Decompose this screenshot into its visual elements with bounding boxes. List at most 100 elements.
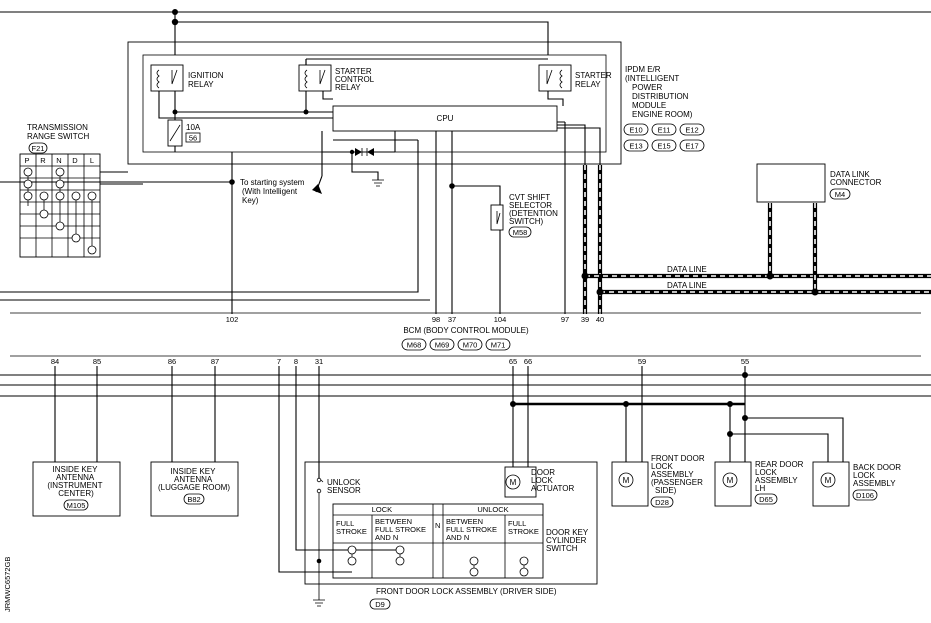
svg-text:85: 85 xyxy=(93,357,101,366)
svg-text:INSIDE KEY ANTENNA: INSIDE KEY ANTENNA (INSTRUMENT CENTER) xyxy=(47,465,104,498)
ipdm-inner-box xyxy=(142,54,607,153)
bcm-lower-pins: 84 85 86 87 7 8 31 65 66 59 55 xyxy=(51,357,749,366)
data-link-connector xyxy=(756,163,826,203)
cvt-shift-selector-label: CVT SHIFT SELECTOR (DETENTION SWITCH) xyxy=(509,193,560,226)
fuse-number: 56 xyxy=(189,134,197,143)
diode-2 xyxy=(367,148,374,156)
connector-e12 xyxy=(679,123,705,136)
svg-text:BACK DOOR LOCK ASS: BACK DOOR LOCK ASSEMBLY xyxy=(853,463,903,488)
cylinder-switch-contacts xyxy=(347,545,529,577)
connector-d9: D9 xyxy=(375,600,385,609)
svg-text:DOOR LOCK ACTUATOR: DOOR LOCK ACTUATOR xyxy=(531,468,574,493)
svg-text:M: M xyxy=(825,476,832,485)
svg-text:UNLOCK SENSOR: UNLOCK SENSOR xyxy=(327,478,363,495)
svg-text:86: 86 xyxy=(168,357,176,366)
ipdm-diode-wiring xyxy=(321,131,396,180)
svg-text:102: 102 xyxy=(226,315,239,324)
connector-e10-label: E10 xyxy=(629,126,642,135)
connector-e12-label: E12 xyxy=(685,126,698,135)
svg-text:M: M xyxy=(623,476,630,485)
svg-text:DOOR KEY CYLINDER: DOOR KEY CYLINDER SWITCH xyxy=(546,528,590,553)
connector-f21: F21 xyxy=(32,144,45,153)
back-door-lock-assembly: M BACK DOOR LOCK ASSEMBLY D106 xyxy=(727,415,903,507)
ipdm-connectors: E10 E11 E12 E13 E15 E17 xyxy=(623,123,705,152)
front-door-lock-assembly-passenger: M FRONT DOOR LOCK ASSEMBLY (PASSENGER SI… xyxy=(611,366,707,508)
lower-bus-wires xyxy=(0,374,931,397)
transmission-range-switch: TRANSMISSION RANGE SWITCH F21 P R N D L xyxy=(19,123,143,258)
connector-e17-label: E17 xyxy=(685,142,698,151)
starting-system-arrow xyxy=(312,184,322,194)
bcm-upper-pins: 102 98 37 104 97 39 40 xyxy=(226,315,604,324)
data-line-label-2: DATA LINE xyxy=(667,281,707,290)
svg-text:66: 66 xyxy=(524,357,532,366)
svg-text:M: M xyxy=(510,478,517,487)
svg-text:97: 97 xyxy=(561,315,569,324)
connector-m58: M58 xyxy=(513,228,528,237)
cvt-shift-selector-switch xyxy=(490,204,504,231)
svg-text:31: 31 xyxy=(315,357,323,366)
svg-text:REAR DOOR LOCK ASS: REAR DOOR LOCK ASSEMBLY LH xyxy=(755,460,806,493)
ignition-relay-contact xyxy=(171,69,178,85)
connector-e17 xyxy=(679,139,705,152)
diode-1 xyxy=(355,148,362,156)
svg-text:84: 84 xyxy=(51,357,59,366)
data-line-label-1: DATA LINE xyxy=(667,265,707,274)
bcm-connectors: M68 M69 M70 M71 xyxy=(401,338,511,351)
svg-text:P R N D: P R N D L xyxy=(25,156,95,165)
connector-e10 xyxy=(623,123,649,136)
ground-symbol-driver xyxy=(313,599,325,607)
connector-e13-label: E13 xyxy=(629,142,642,151)
svg-text:104: 104 xyxy=(494,315,507,324)
connector-e13 xyxy=(623,139,649,152)
svg-text:65: 65 xyxy=(509,357,517,366)
connector-b82: B82 xyxy=(187,495,200,504)
ipdm-cpu-label: CPU xyxy=(437,114,454,123)
fuse-rating: 10A xyxy=(186,123,201,132)
svg-text:LOCK UNLOCK: LOCK UNLOCK xyxy=(372,505,509,514)
connector-e15-label: E15 xyxy=(657,142,670,151)
svg-text:M71: M71 xyxy=(491,341,506,350)
svg-text:M70: M70 xyxy=(463,341,478,350)
starting-system-note: To starting system (With Intelligent Key… xyxy=(240,178,307,205)
svg-text:DATA LINK CONNECTOR: DATA LINK CONNECTOR xyxy=(830,170,882,187)
battery-feed xyxy=(174,21,549,55)
ground-symbol-ipdm xyxy=(372,179,384,187)
bcm-upper-wiring: CVT SHIFT SELECTOR (DETENTION SWITCH) M5… xyxy=(0,121,931,314)
svg-text:TRANSMISSION RANGE SWITC: TRANSMISSION RANGE SWITCH xyxy=(27,123,90,141)
fuse-56: 10A 56 xyxy=(167,119,201,152)
svg-text:40: 40 xyxy=(596,315,604,324)
svg-text:39: 39 xyxy=(581,315,589,324)
svg-text:FRONT DOOR LOCK AS: FRONT DOOR LOCK ASSEMBLY (PASSENGER SIDE… xyxy=(651,454,707,495)
connector-d28: D28 xyxy=(655,498,669,507)
svg-text:M68: M68 xyxy=(407,341,422,350)
svg-text:FULL STROKE BETWEE: FULL STROKE BETWEEN FULL STROKE AND N N … xyxy=(336,517,539,542)
ipdm-relay-control xyxy=(158,91,333,119)
inside-key-antenna-instrument: INSIDE KEY ANTENNA (INSTRUMENT CENTER) M… xyxy=(32,366,121,517)
svg-text:M: M xyxy=(727,476,734,485)
ipdm-outer-box xyxy=(127,41,622,165)
connector-d106: D106 xyxy=(856,491,874,500)
svg-text:55: 55 xyxy=(741,357,749,366)
svg-text:8: 8 xyxy=(294,357,298,366)
inside-key-antenna-luggage: INSIDE KEY ANTENNA (LUGGAGE ROOM) B82 xyxy=(150,366,239,517)
figure-code: JRMWC6572GB xyxy=(3,557,12,612)
bcm-label: BCM (BODY CONTROL MODULE) xyxy=(403,326,529,335)
connector-e11-label: E11 xyxy=(658,126,671,135)
connector-d65: D65 xyxy=(759,495,773,504)
svg-text:M69: M69 xyxy=(435,341,450,350)
svg-text:87: 87 xyxy=(211,357,219,366)
front-door-lock-assembly-driver: UNLOCK SENSOR LOCK UNLOCK FULL STROKE BE… xyxy=(278,366,598,610)
door-key-cylinder-switch-table xyxy=(332,503,544,579)
svg-text:37: 37 xyxy=(448,315,456,324)
svg-text:98: 98 xyxy=(432,315,440,324)
ignition-relay-coil xyxy=(156,69,160,89)
svg-text:INSIDE KEY ANTENNA: INSIDE KEY ANTENNA (LUGGAGE ROOM) xyxy=(158,467,230,492)
svg-text:59: 59 xyxy=(638,357,646,366)
ipdm-er: CPU IPDM E/R (INTELLIGENT POWER DISTRIBU… xyxy=(0,9,931,205)
